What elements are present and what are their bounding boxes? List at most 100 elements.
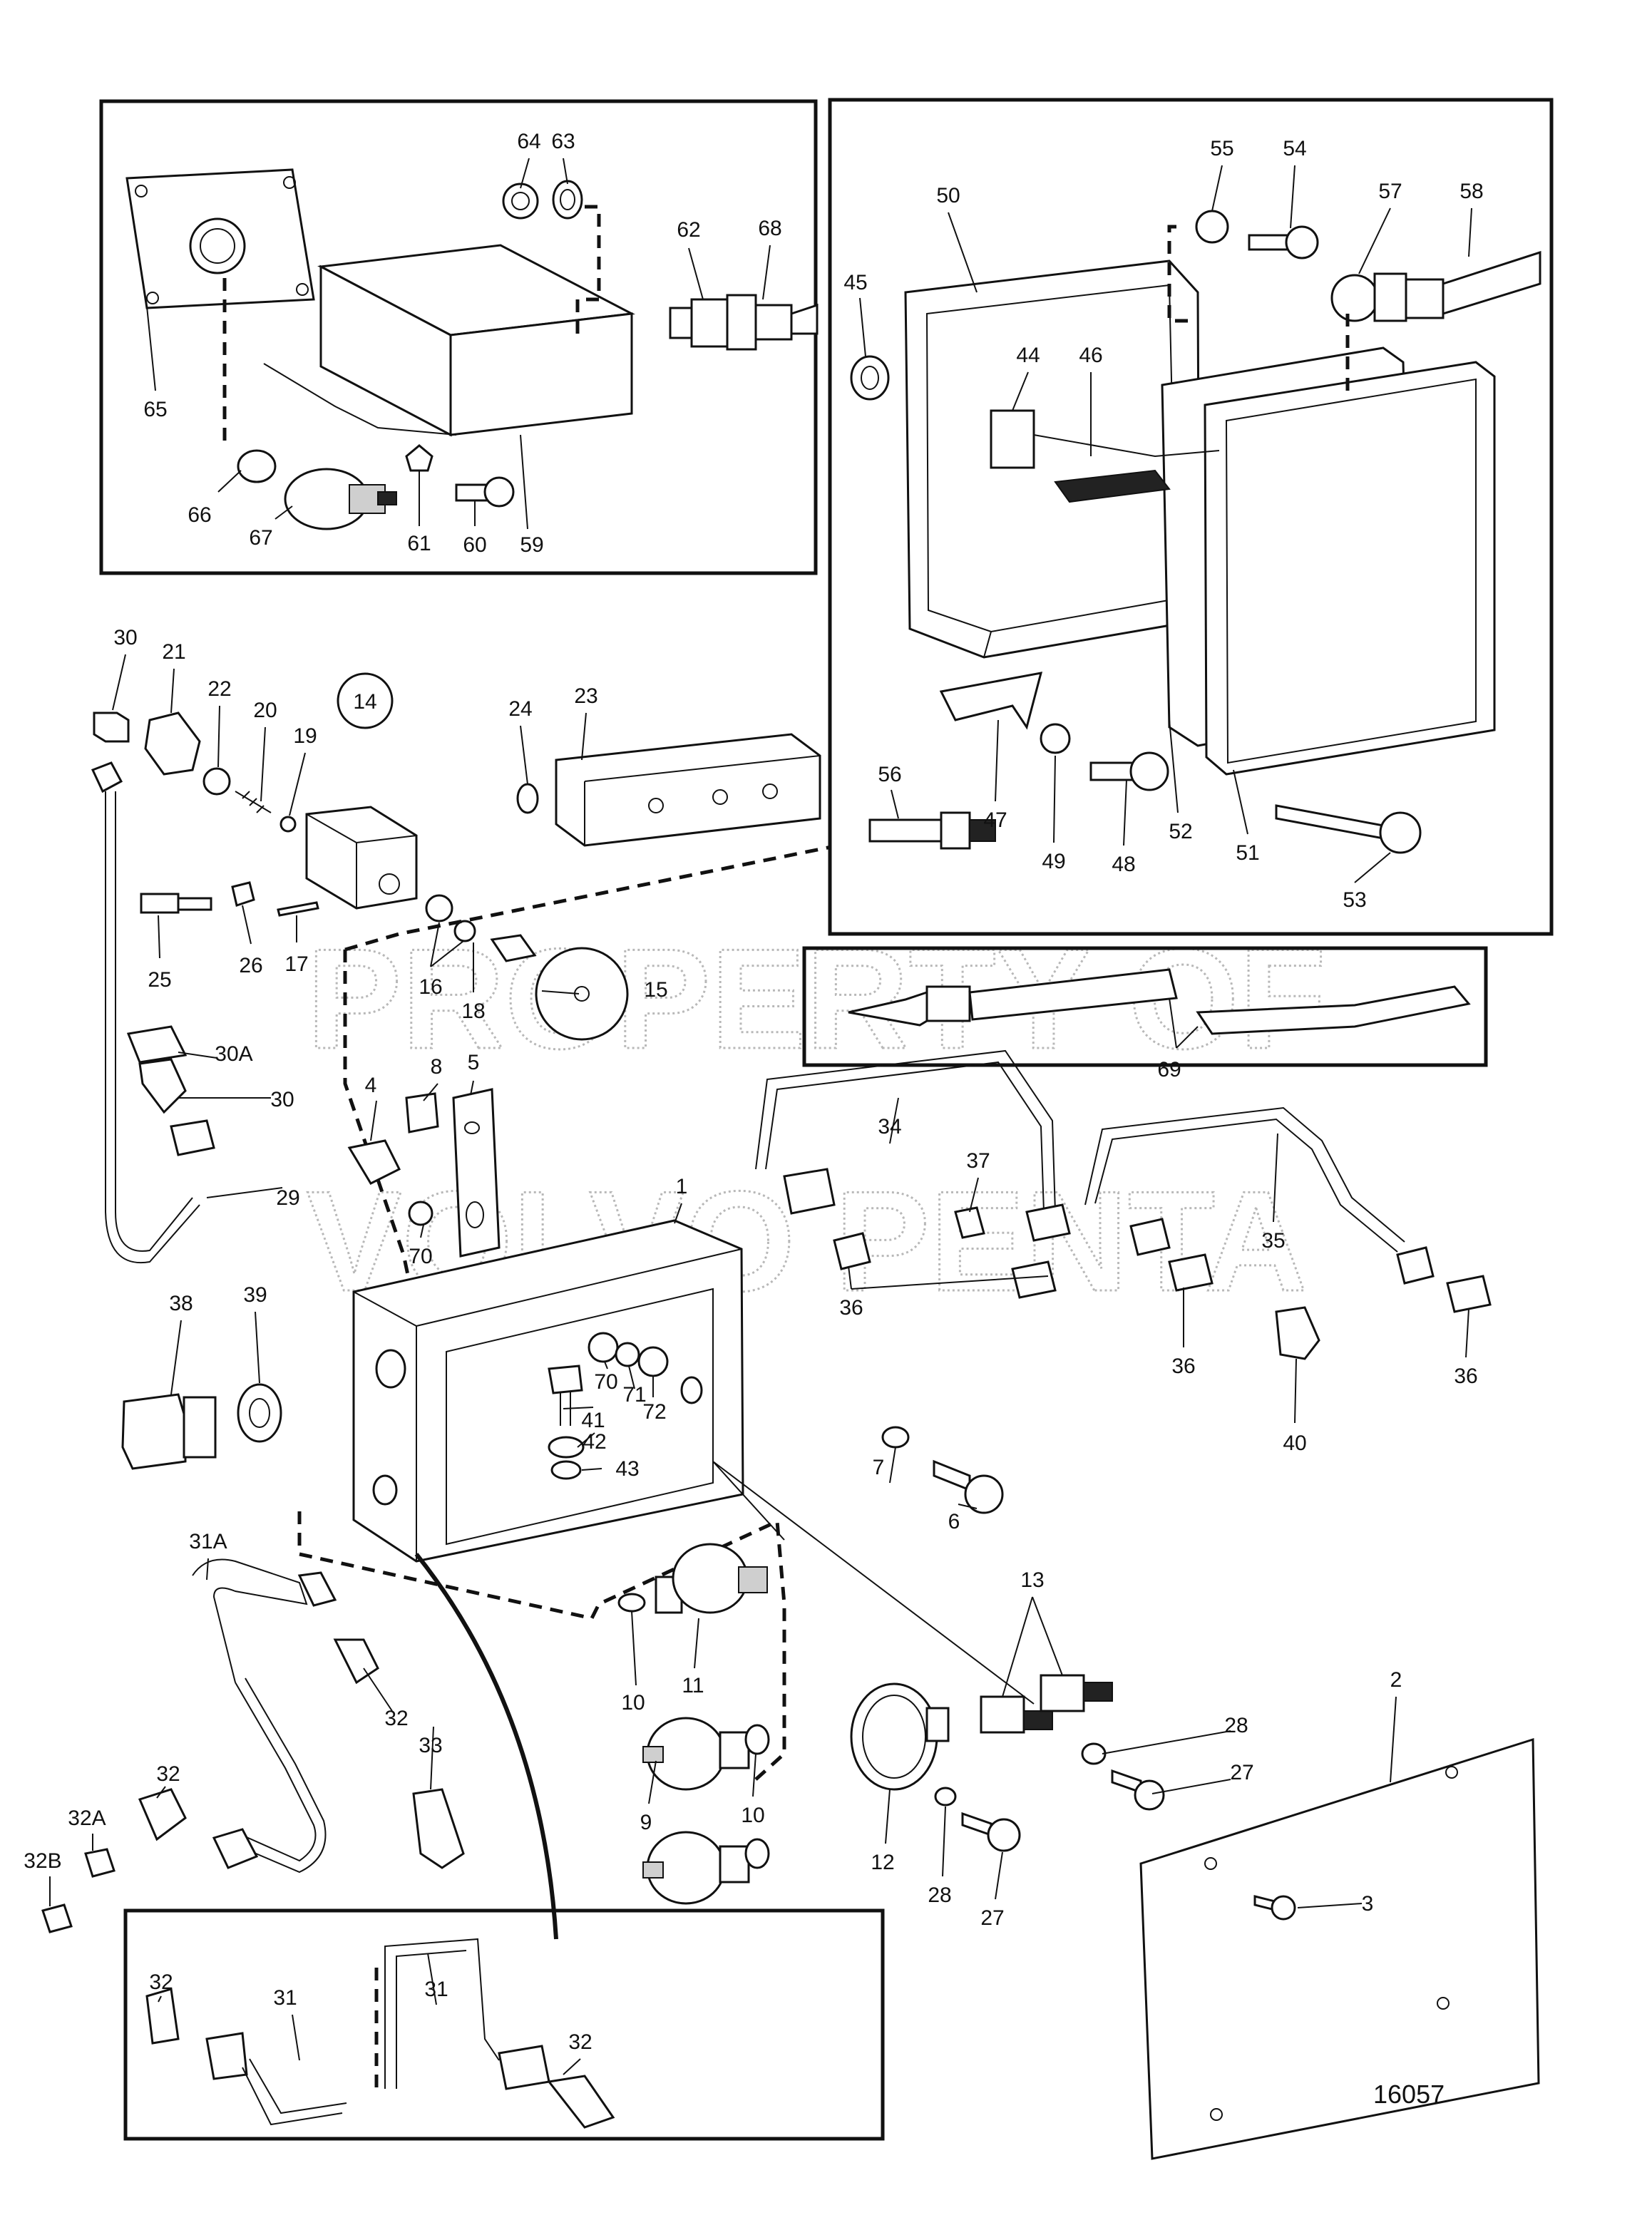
- callout-main-54: 32A: [68, 1807, 106, 1830]
- callout-inset-bottom-1: 31: [273, 1986, 297, 2010]
- inset-hose-parts: [848, 968, 1471, 1035]
- callout-inset-hose-0: 69: [1157, 1058, 1181, 1081]
- callout-inset-right-10: 49: [1042, 850, 1065, 873]
- callout-main-18: 5: [468, 1051, 480, 1074]
- callout-inset-right-8: 56: [878, 763, 901, 786]
- callout-main-13: 30A: [215, 1042, 252, 1066]
- callout-main-52: 3: [1362, 1892, 1374, 1916]
- callout-inset-right-0: 55: [1210, 137, 1233, 160]
- circled-callout: [337, 672, 394, 729]
- callout-main-2: 22: [207, 677, 231, 701]
- oil-pressure-sender: [655, 1543, 768, 1614]
- capillary-tube: [1196, 985, 1471, 1035]
- pipe-clip: [1275, 1306, 1320, 1360]
- callout-main-19: 1: [676, 1175, 688, 1198]
- leader-lines: [49, 158, 1472, 2075]
- callout-main-30: 71: [622, 1383, 646, 1407]
- callout-inset-right-9: 47: [983, 808, 1007, 832]
- callout-main-23: 35: [1261, 1229, 1285, 1253]
- callout-inset-right-1: 54: [1283, 137, 1306, 160]
- o-ring: [237, 449, 277, 483]
- nut: [502, 183, 539, 220]
- callout-inset-left-4: 65: [143, 398, 167, 421]
- clamp-bracket: [452, 1088, 501, 1258]
- callout-inset-right-4: 50: [936, 184, 960, 207]
- callout-main-51: 27: [980, 1906, 1004, 1930]
- inset-frame-bottom: [123, 1908, 885, 2141]
- callout-main-28: 39: [243, 1283, 267, 1307]
- inset-frame-right: [828, 98, 1554, 936]
- inset-frame-left: [99, 99, 818, 575]
- cover-plate: [1139, 1737, 1540, 2160]
- callout-main-3: 20: [253, 699, 277, 722]
- callout-inset-right-6: 44: [1016, 344, 1040, 367]
- cable-gland-inner: [990, 409, 1035, 469]
- callout-main-55: 32B: [24, 1849, 61, 1873]
- valve-block: [305, 806, 418, 910]
- callout-main-31: 72: [642, 1400, 666, 1424]
- callout-main-14: 30: [270, 1088, 294, 1111]
- callout-main-20: 70: [409, 1245, 432, 1268]
- callout-main-21: 34: [878, 1115, 901, 1139]
- callout-inset-left-2: 62: [677, 218, 700, 242]
- inset-frame-hose: [802, 946, 1488, 1067]
- callout-main-4: 19: [293, 724, 317, 748]
- main-assembly: [41, 711, 1540, 2160]
- callout-inset-right-5: 45: [843, 271, 867, 294]
- callout-inset-left-6: 67: [249, 526, 272, 550]
- callout-main-16: 4: [365, 1074, 377, 1097]
- callout-inset-left-3: 68: [758, 217, 781, 240]
- callout-main-40: 10: [621, 1691, 645, 1715]
- callout-main-53: 32: [156, 1762, 180, 1786]
- warning-gauge: [850, 1682, 950, 1791]
- callout-main-34: 43: [615, 1457, 639, 1481]
- junction-housing: [904, 259, 1201, 659]
- callout-inset-left-1: 63: [551, 130, 575, 153]
- figure-code: 16057: [1373, 2080, 1445, 2109]
- distribution-block: [555, 733, 821, 847]
- callout-main-11: 18: [461, 999, 485, 1023]
- junction-lid: [1204, 361, 1496, 776]
- inset-left-parts: [125, 168, 819, 530]
- callout-main-26: 36: [1454, 1365, 1477, 1388]
- callout-inset-right-7: 46: [1079, 344, 1102, 367]
- cable-gland: [1330, 250, 1541, 322]
- callout-inset-right-11: 48: [1112, 853, 1135, 876]
- callout-main-32: 41: [581, 1409, 605, 1432]
- washer: [552, 180, 583, 220]
- warning-switches: [980, 1674, 1113, 1734]
- callout-main-48: 10: [741, 1804, 764, 1827]
- inset-right-parts: [850, 210, 1541, 854]
- pressure-gauge-knob: [535, 947, 629, 1041]
- callout-main-9: 17: [284, 952, 308, 976]
- callout-inset-right-14: 53: [1343, 888, 1366, 912]
- callout-main-47: 9: [640, 1811, 652, 1834]
- callout-main-46: 33: [419, 1734, 442, 1757]
- callout-main-7: 25: [148, 968, 171, 992]
- callout-main-45: 2: [1390, 1668, 1402, 1692]
- callout-main-35: 40: [1283, 1432, 1306, 1455]
- pressure-sensor: [284, 468, 397, 530]
- callout-main-25: 36: [1171, 1355, 1195, 1378]
- callout-inset-right-2: 57: [1378, 180, 1402, 203]
- callout-main-1: 21: [162, 640, 185, 664]
- sender-cable-assembly: [669, 294, 819, 351]
- sender-box-front: [449, 312, 633, 436]
- callout-inset-left-8: 60: [463, 533, 486, 557]
- callout-main-27: 38: [169, 1292, 193, 1315]
- circled-callout-label: 14: [353, 690, 376, 714]
- callout-inset-left-9: 59: [520, 533, 543, 557]
- callout-main-38: 31A: [189, 1530, 227, 1553]
- grommet: [850, 355, 890, 401]
- callout-inset-right-3: 58: [1459, 180, 1483, 203]
- callout-inset-bottom-3: 32: [568, 2030, 592, 2054]
- callout-main-15: 29: [276, 1186, 299, 1210]
- callout-main-29: 70: [594, 1370, 617, 1394]
- capillary-hose: [968, 968, 1178, 1021]
- callout-main-36: 7: [873, 1456, 885, 1479]
- callout-main-0: 30: [113, 626, 137, 649]
- pressure-sender-b: [642, 1831, 770, 1905]
- cable-entry-fitting: [121, 1383, 282, 1470]
